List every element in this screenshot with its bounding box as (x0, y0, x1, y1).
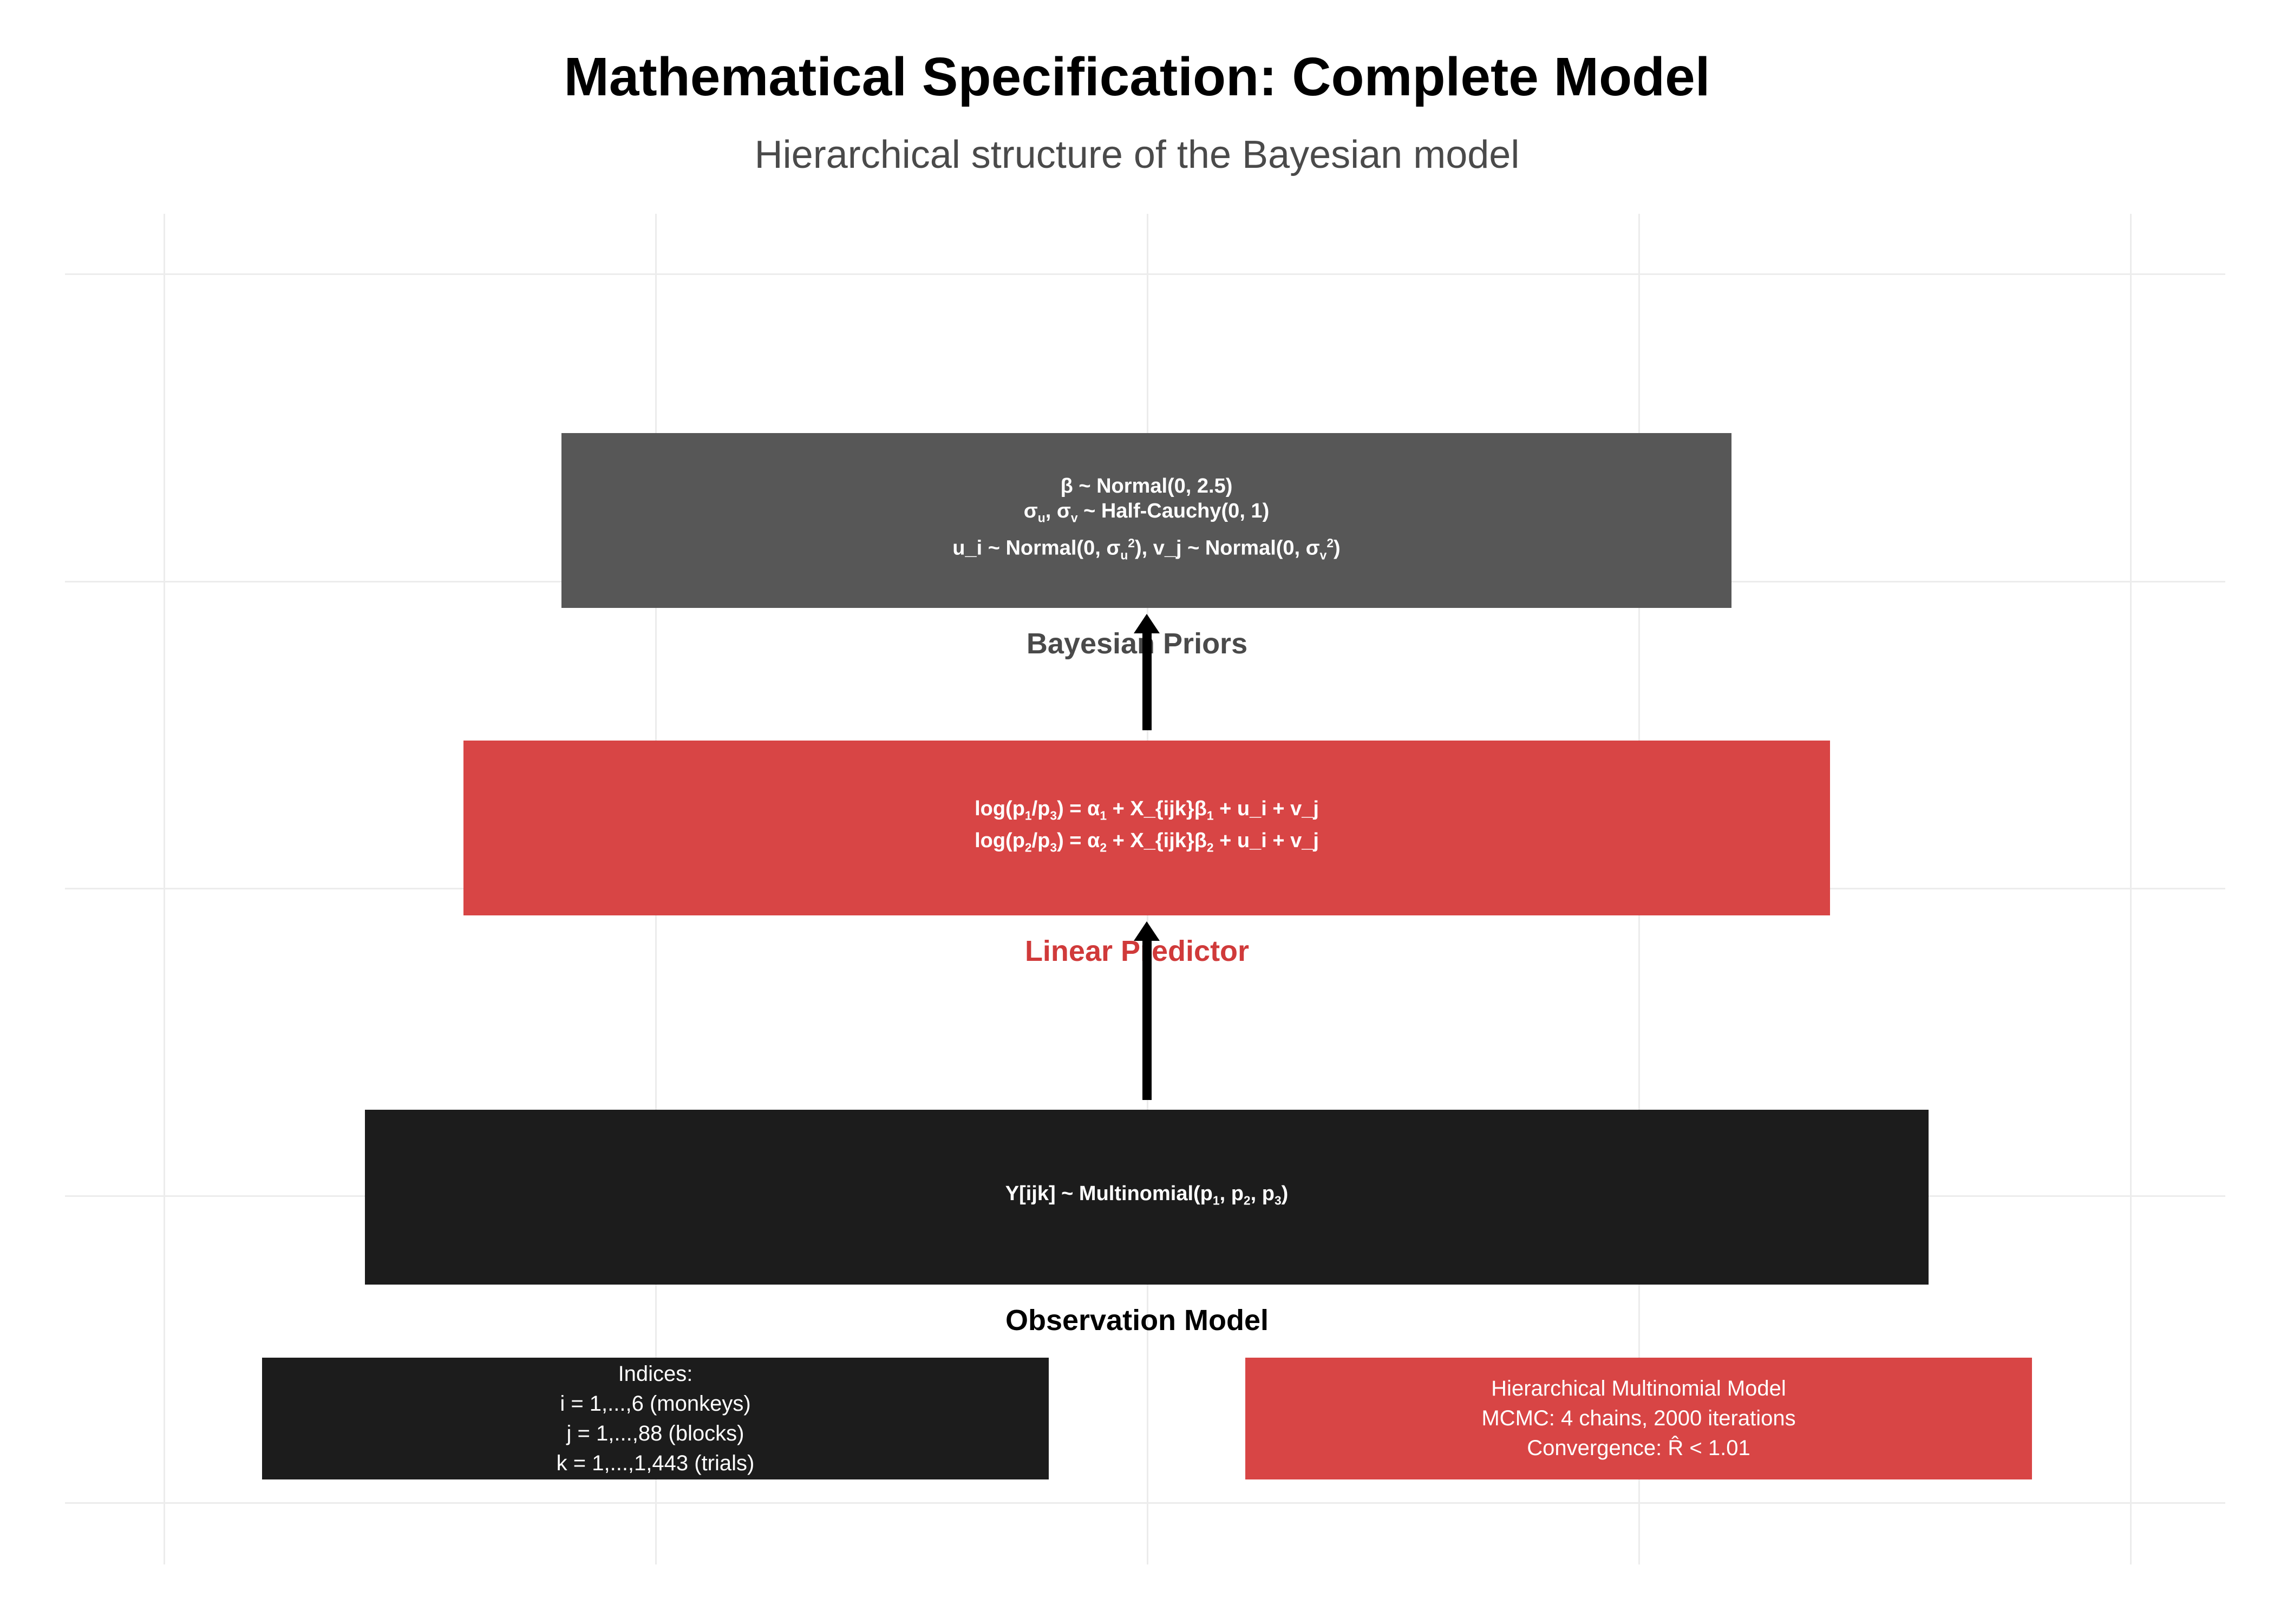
observation-equation: Y[ijk] ~ Multinomial(p1, p2, p3) (1005, 1182, 1289, 1208)
prior-beta: β ~ Normal(0, 2.5) (1060, 475, 1233, 498)
indices-heading: Indices: (618, 1361, 693, 1386)
predictor-box: log(p1/p3) = α1 + X_{ijk}β1 + u_i + v_j … (463, 741, 1830, 915)
prior-sigma: σu, σv ~ Half-Cauchy(0, 1) (1023, 500, 1270, 525)
indices-box: Indices: i = 1,...,6 (monkeys) j = 1,...… (262, 1358, 1049, 1479)
grid-line-horizontal (65, 1502, 2225, 1504)
diagram-title: Mathematical Specification: Complete Mod… (564, 47, 1710, 107)
predictor-equation-1: log(p1/p3) = α1 + X_{ijk}β1 + u_i + v_j (975, 797, 1319, 823)
arrow-observation-to-predictor (1142, 939, 1152, 1100)
grid-line-horizontal (65, 273, 2225, 275)
arrow-head-up (1134, 921, 1160, 941)
observation-box: Y[ijk] ~ Multinomial(p1, p2, p3) (365, 1110, 1929, 1285)
index-j: j = 1,...,88 (blocks) (566, 1421, 744, 1445)
observation-label: Observation Model (1005, 1304, 1269, 1337)
mcmc-settings: MCMC: 4 chains, 2000 iterations (1481, 1406, 1796, 1430)
priors-box: β ~ Normal(0, 2.5) σu, σv ~ Half-Cauchy(… (561, 433, 1731, 608)
model-name: Hierarchical Multinomial Model (1491, 1377, 1786, 1400)
model-summary-box: Hierarchical Multinomial Model MCMC: 4 c… (1245, 1358, 2032, 1479)
arrow-predictor-to-priors (1142, 631, 1152, 730)
predictor-equation-2: log(p2/p3) = α2 + X_{ijk}β2 + u_i + v_j (975, 829, 1319, 855)
arrow-head-up (1134, 614, 1160, 633)
convergence-criterion: Convergence: R̂ < 1.01 (1527, 1436, 1750, 1460)
index-k: k = 1,...,1,443 (trials) (556, 1451, 755, 1475)
diagram-subtitle: Hierarchical structure of the Bayesian m… (754, 133, 1520, 176)
prior-random-effects: u_i ~ Normal(0, σu2), v_j ~ Normal(0, σv… (952, 535, 1341, 562)
index-i: i = 1,...,6 (monkeys) (560, 1391, 751, 1416)
